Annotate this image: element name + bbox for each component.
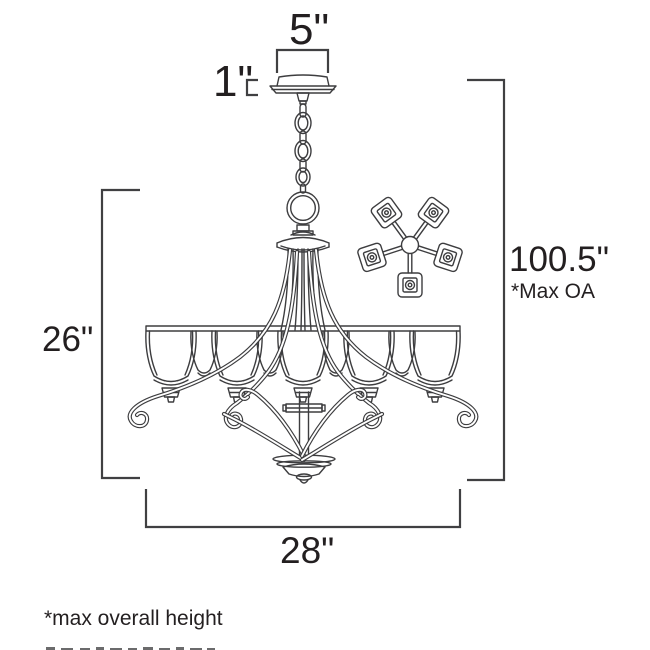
footnote: *max overall height [44, 607, 223, 630]
dimension-brackets [100, 48, 506, 529]
overall-height-bracket [467, 78, 506, 482]
body-height-label: 26" [42, 320, 94, 359]
hanging-ring [286, 191, 320, 236]
body-width-bracket [144, 489, 462, 529]
body-width-label: 28" [280, 530, 335, 571]
overall-height-note: *Max OA [511, 280, 596, 303]
overall-height-label: 100.5" [509, 240, 610, 279]
canopy-height-bracket [245, 78, 258, 97]
ceiling-canopy [269, 74, 337, 105]
canopy-height-label: 1" [213, 57, 254, 106]
body-height-bracket [100, 188, 140, 480]
top-finial-disc [276, 231, 330, 253]
clipped-text-fragments [46, 647, 215, 650]
scroll-arms [130, 250, 477, 460]
top-view-5-light-layout [356, 195, 464, 298]
front-shades [145, 330, 461, 403]
canopy-width-label: 5" [289, 5, 330, 54]
shade-rim [145, 325, 461, 332]
hanging-chain [294, 103, 312, 194]
canopy-width-bracket [275, 48, 330, 73]
